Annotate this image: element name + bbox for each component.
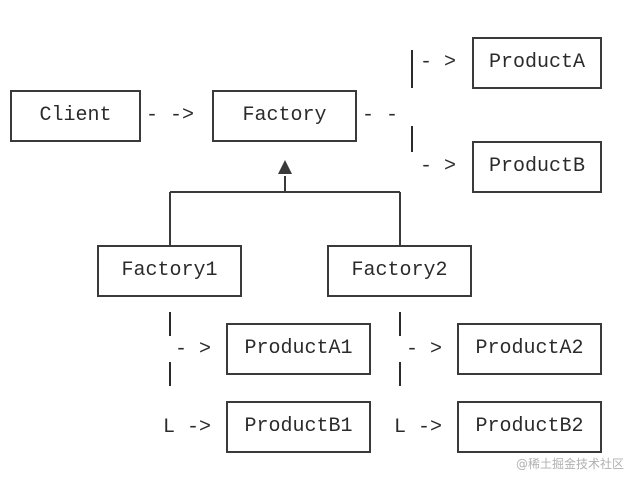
factory1-to-product-b1-arrow: L -> bbox=[163, 416, 212, 439]
product-a1-node: ProductA1 bbox=[226, 323, 371, 375]
product-b-node: ProductB bbox=[472, 141, 602, 193]
inheritance-arrowhead bbox=[278, 160, 292, 174]
product-a-node: ProductA bbox=[472, 37, 602, 89]
client-to-factory-arrow: - -> bbox=[146, 104, 195, 127]
product-b1-node: ProductB1 bbox=[226, 401, 371, 453]
client-node: Client bbox=[10, 90, 141, 142]
factory1-node: Factory1 bbox=[97, 245, 242, 297]
factory1-to-product-a1-arrow: - > bbox=[175, 338, 212, 361]
factory-branch-dash: - - bbox=[362, 104, 399, 127]
to-product-a-arrow: - > bbox=[420, 51, 457, 74]
factory2-to-product-b2-arrow: L -> bbox=[394, 416, 443, 439]
factory-node: Factory bbox=[212, 90, 357, 142]
product-b2-node: ProductB2 bbox=[457, 401, 602, 453]
factory2-node: Factory2 bbox=[327, 245, 472, 297]
to-product-b-arrow: - > bbox=[420, 155, 457, 178]
product-a2-node: ProductA2 bbox=[457, 323, 602, 375]
factory2-to-product-a2-arrow: - > bbox=[406, 338, 443, 361]
watermark: @稀土掘金技术社区 bbox=[515, 457, 624, 471]
